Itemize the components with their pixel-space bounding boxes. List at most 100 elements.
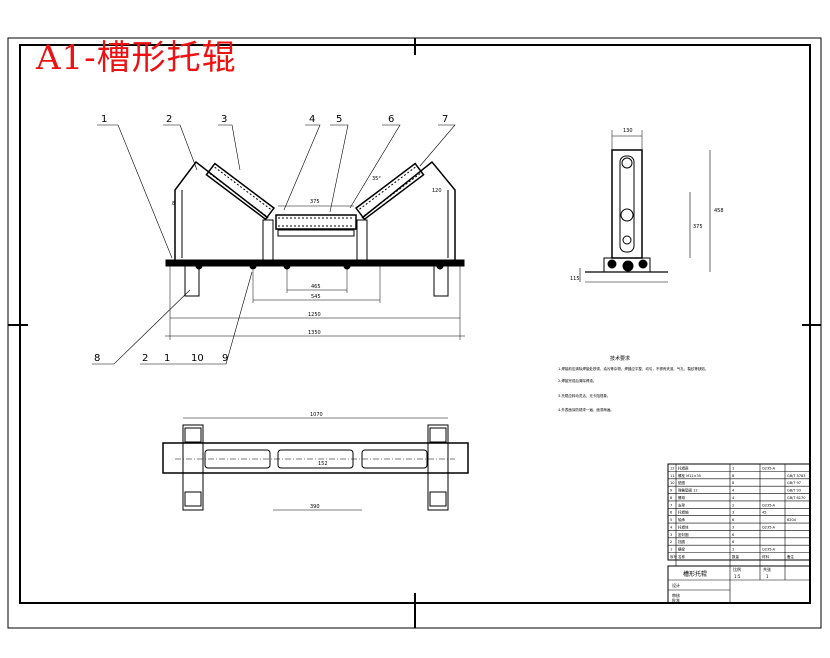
note-2: 2.焊接完成后清除焊渣。 xyxy=(558,378,596,383)
callout-8: 8 xyxy=(94,353,100,364)
bom-header-cell: 数量 xyxy=(732,554,740,559)
bom-cell: 5 xyxy=(670,518,672,522)
bom-cell: 密封圈 xyxy=(678,532,689,537)
bom-cell: 9 xyxy=(670,489,672,493)
bom-cell: 托辊座 xyxy=(678,465,689,470)
base-beam xyxy=(165,259,465,267)
bom-cell: 轴承 xyxy=(678,517,686,522)
callout-1b: 1 xyxy=(164,353,170,364)
bom-cell: 45 xyxy=(762,511,766,515)
bom-cell: 6 xyxy=(670,511,672,515)
callout-6: 6 xyxy=(388,114,394,125)
dim-height-small: 8 xyxy=(172,201,175,207)
design-label: 设计 xyxy=(672,582,680,588)
bom-cell: 托辊体 xyxy=(678,524,689,529)
callout-2b: 2 xyxy=(142,353,148,364)
note-3: 3.托辊应转动灵活，无卡阻现象。 xyxy=(558,393,610,398)
bom-cell: 4 xyxy=(732,489,735,493)
side-dimensions: 130 458 375 115 xyxy=(570,128,724,282)
callout-5: 5 xyxy=(336,114,342,125)
bom-cell: 6 xyxy=(732,533,734,537)
front-dimensions: 375 35° 120 8 465 545 1250 1350 xyxy=(172,176,442,336)
bom-cell: GB/T 93 xyxy=(787,489,801,493)
bom-cell: 7 xyxy=(670,503,672,507)
dim-bottom: 390 xyxy=(310,504,320,510)
bom-header-cell: 序号 xyxy=(670,554,678,559)
callout-2: 2 xyxy=(166,114,172,125)
bom-cell: 6 xyxy=(732,518,734,522)
drawing-title: A1-槽形托辊 xyxy=(36,38,237,78)
side-view xyxy=(579,130,711,283)
bom-cell: 2 xyxy=(732,503,734,507)
bom-cell: GB/T 6170 xyxy=(787,496,805,500)
bom-cell: 横梁 xyxy=(678,547,686,552)
technical-notes: 技术要求 1.焊接前应清除焊接处铁锈、油污等杂物，焊缝应平整、均匀，不得有夹渣、… xyxy=(558,355,708,412)
bom-cell: 6204 xyxy=(787,518,797,522)
dim-top-width: 130 xyxy=(623,128,633,134)
inner-border xyxy=(19,44,811,604)
bom-cell: 螺栓 M12×35 xyxy=(678,473,701,478)
bom-cell: 螺母 xyxy=(678,495,686,500)
callout-9: 9 xyxy=(222,353,228,364)
bom-cell: 8 xyxy=(670,496,672,500)
dim-height: 458 xyxy=(714,208,724,214)
bom-cell: 1 xyxy=(732,466,734,470)
approve-label: 批准 xyxy=(672,597,680,603)
bom-cell: 托辊轴 xyxy=(678,510,689,515)
bom-cell: Q235-A xyxy=(762,525,776,529)
bom-cell: 8 xyxy=(732,474,734,478)
scale-value: 1:5 xyxy=(734,574,741,579)
title-block: 槽形托辊 比例 1:5 共张 1 设计 审核 批准 xyxy=(672,566,771,603)
dim-mid: 545 xyxy=(311,294,321,300)
bom-cell: GB/T 97 xyxy=(787,481,801,485)
dim-angle: 35° xyxy=(372,176,381,182)
bom-cell: 12 xyxy=(670,466,674,470)
title-block-name: 槽形托辊 xyxy=(683,570,707,578)
notes-title: 技术要求 xyxy=(610,355,630,362)
bom-cell: 8 xyxy=(732,481,734,485)
top-view xyxy=(162,417,469,511)
bom-table xyxy=(667,463,811,604)
dim-length: 1070 xyxy=(310,412,323,418)
bom-cell: 3 xyxy=(732,511,734,515)
outer-border xyxy=(7,37,822,629)
check-label: 审核 xyxy=(672,592,680,598)
callout-3: 3 xyxy=(221,114,227,125)
bom-cell: 3 xyxy=(670,533,672,537)
callout-10: 10 xyxy=(191,353,204,364)
bom-cell: 垫圈 xyxy=(678,480,686,485)
bom-cell: GB/T 5783 xyxy=(787,474,805,478)
sheet-label: 共张 xyxy=(763,566,771,572)
bom-cell: 挡圈 xyxy=(678,539,686,544)
bom-cell: 11 xyxy=(670,474,674,478)
front-callouts: 1 2 3 4 5 6 7 8 2 1 10 9 xyxy=(94,114,448,364)
dim-inner: 465 xyxy=(311,284,321,290)
bom-cell: 6 xyxy=(732,540,734,544)
sheet-value: 1 xyxy=(766,574,769,579)
callout-1: 1 xyxy=(101,114,107,125)
bom-cell: 4 xyxy=(670,525,673,529)
bom-cell: Q235-A xyxy=(762,503,776,507)
note-4: 4.外表面涂防锈漆一遍，面漆两遍。 xyxy=(558,407,614,412)
bom-cell: 2 xyxy=(670,540,672,544)
bom-cell: Q235-A xyxy=(762,466,776,470)
dim-roller-len: 375 xyxy=(310,199,320,205)
dim-side: 120 xyxy=(432,188,442,194)
dim-top-side: 152 xyxy=(318,461,328,467)
callout-7: 7 xyxy=(442,114,448,125)
bom-cell: 支架 xyxy=(678,502,686,507)
bom-header-cell: 备注 xyxy=(787,554,795,559)
callout-4: 4 xyxy=(309,114,315,125)
bom-cell: 1 xyxy=(732,548,734,552)
bom-cell: 4 xyxy=(732,496,735,500)
scale-label: 比例 xyxy=(733,566,741,572)
bom-cell: 弹簧垫圈 12 xyxy=(678,488,698,493)
bom-header-cell: 名称 xyxy=(678,554,686,559)
bom-cell: 10 xyxy=(670,481,674,485)
note-1: 1.焊接前应清除焊接处铁锈、油污等杂物，焊缝应平整、均匀，不得有夹渣、气孔、裂纹… xyxy=(558,366,708,371)
bom-cell: 3 xyxy=(732,525,734,529)
dim-inner-height: 375 xyxy=(693,224,703,230)
